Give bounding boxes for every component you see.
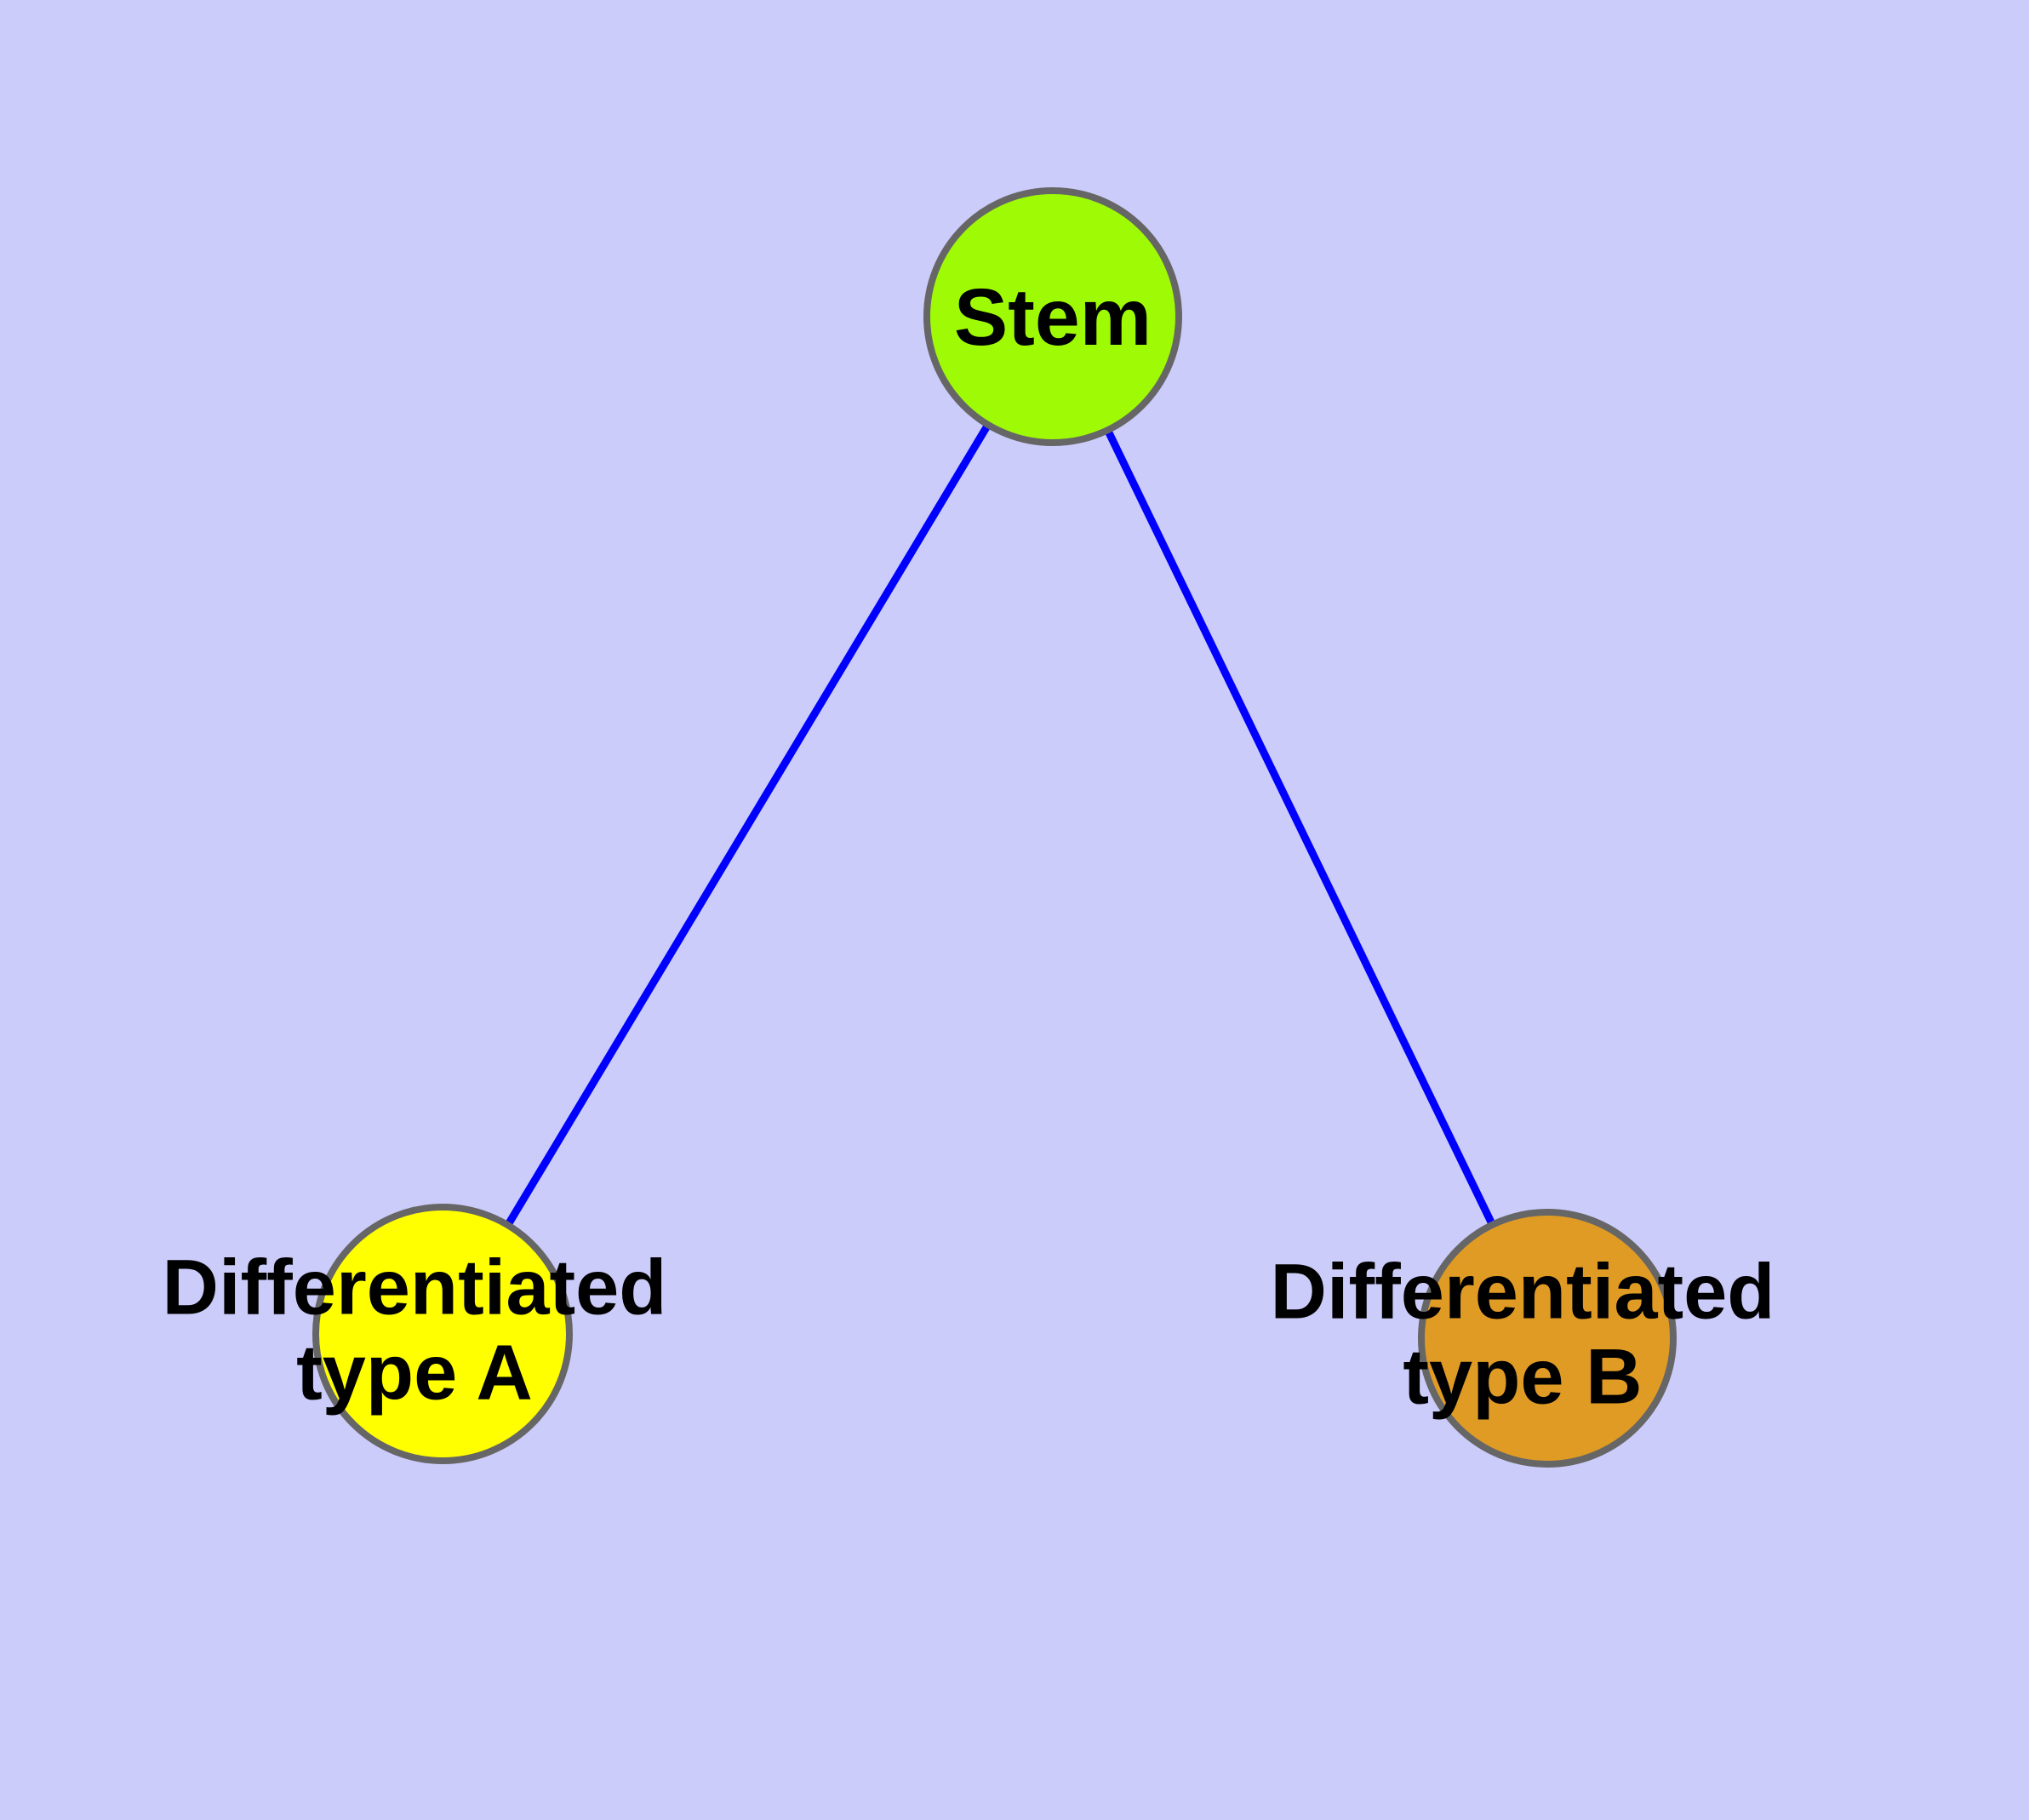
edge-stem-to-differentiated-type-a[interactable] <box>439 314 1056 1336</box>
edge-stem-to-differentiated-type-b[interactable] <box>1049 315 1552 1340</box>
node-differentiated-type-a[interactable] <box>312 1204 573 1464</box>
node-stem[interactable] <box>923 187 1182 446</box>
edge-layer <box>439 314 1552 1340</box>
node-layer <box>312 187 1677 1468</box>
node-differentiated-type-b[interactable] <box>1418 1209 1677 1468</box>
